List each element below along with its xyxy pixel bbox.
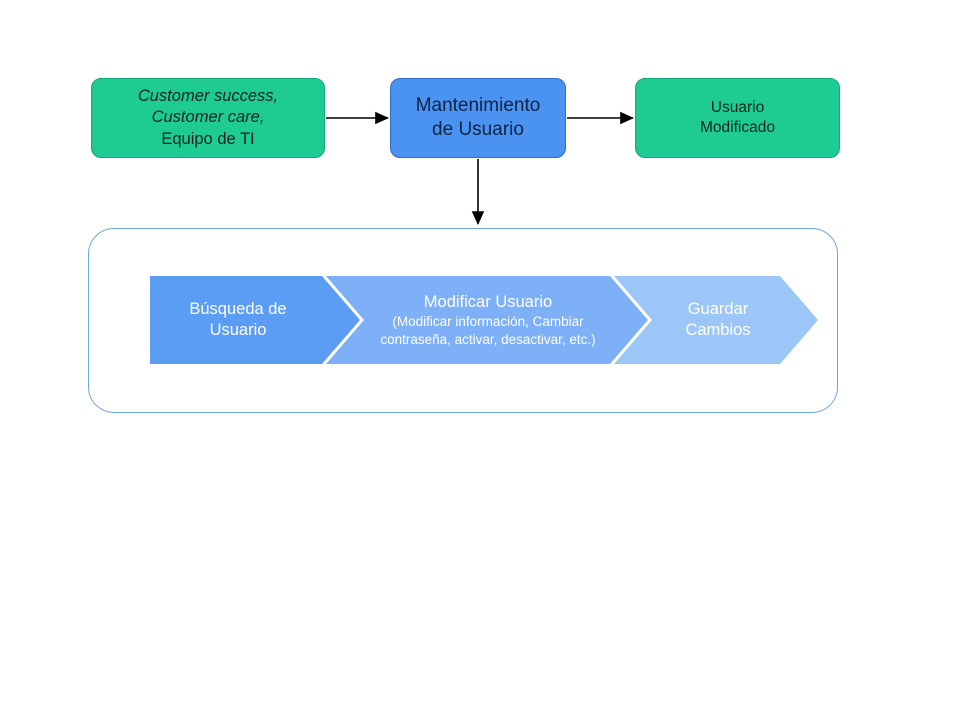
- step-busqueda-de-usuario[interactable]: Búsqueda de Usuario: [150, 276, 360, 364]
- node-process-line-2: de Usuario: [432, 119, 524, 140]
- step-2-text: Modificar Usuario (Modificar información…: [380, 292, 595, 348]
- step-1-line-1: Búsqueda de: [189, 299, 287, 318]
- step-3-line-1: Guardar: [687, 299, 749, 318]
- node-process-mantenimiento-usuario[interactable]: Mantenimiento de Usuario: [390, 78, 566, 158]
- node-result-line-2: Modificado: [700, 119, 775, 136]
- node-result-usuario-modificado[interactable]: Usuario Modificado: [635, 78, 840, 158]
- step-1-line-2: Usuario: [209, 321, 267, 339]
- step-modificar-usuario[interactable]: Modificar Usuario (Modificar información…: [326, 276, 648, 364]
- node-source-actors[interactable]: Customer success, Customer care, Equipo …: [91, 78, 325, 158]
- node-source-line-3: Equipo de TI: [161, 129, 255, 148]
- step-2-title: Modificar Usuario: [423, 293, 553, 312]
- node-source-line-1: Customer success,: [137, 87, 279, 106]
- node-source-text: Customer success, Customer care, Equipo …: [138, 86, 278, 149]
- step-3-text: Guardar Cambios: [685, 299, 750, 342]
- step-2-line-1: (Modificar información, Cambiar: [392, 314, 584, 330]
- node-result-line-1: Usuario: [710, 99, 765, 117]
- node-process-text: Mantenimiento de Usuario: [416, 94, 541, 143]
- process-steps-band: Búsqueda de Usuario Modificar Usuario (M…: [150, 276, 818, 364]
- step-2-line-2: contraseña, activar, desactivar, etc.): [380, 331, 596, 347]
- step-1-text: Búsqueda de Usuario: [189, 299, 286, 342]
- step-guardar-cambios[interactable]: Guardar Cambios: [614, 276, 818, 364]
- node-source-line-2: Customer care,: [151, 108, 265, 127]
- step-3-line-2: Cambios: [685, 321, 751, 339]
- node-process-line-1: Mantenimiento: [415, 94, 541, 116]
- node-result-text: Usuario Modificado: [700, 98, 775, 138]
